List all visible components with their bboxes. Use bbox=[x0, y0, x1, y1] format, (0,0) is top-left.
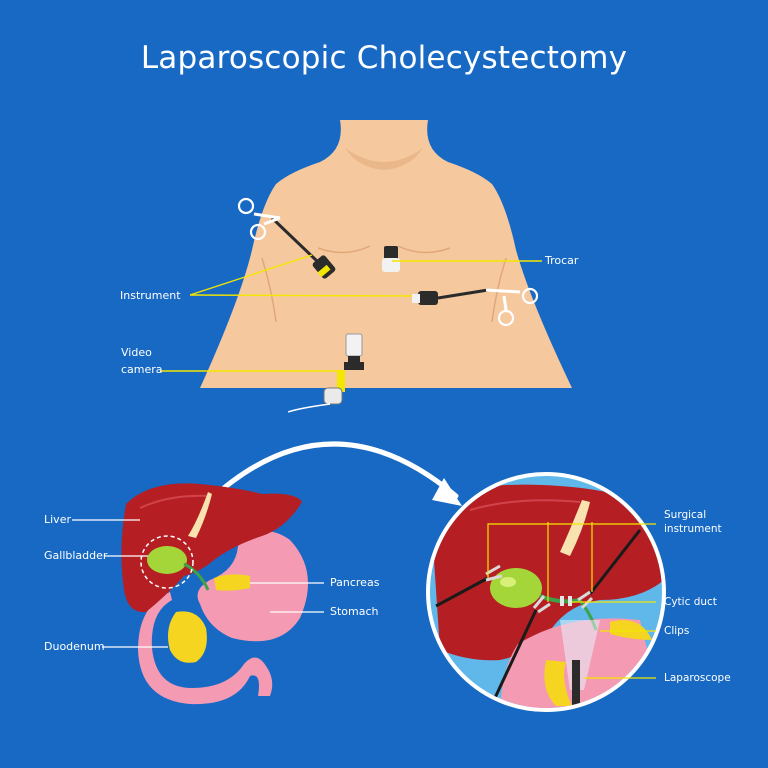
left-leader-lines bbox=[72, 519, 324, 648]
stomach bbox=[197, 531, 308, 642]
label-stomach: Stomach bbox=[330, 605, 379, 618]
bile-duct bbox=[183, 562, 210, 591]
label-surgical-instrument-line2: instrument bbox=[664, 523, 722, 535]
trocar-right bbox=[412, 291, 438, 305]
liver-highlight bbox=[139, 494, 211, 509]
chest-line-left bbox=[317, 245, 371, 254]
label-video-camera-line2: camera bbox=[121, 363, 163, 376]
arm-crease-left bbox=[261, 257, 277, 323]
pancreas bbox=[214, 574, 250, 591]
instrument-left bbox=[237, 197, 320, 264]
label-gallbladder: Gallbladder bbox=[44, 549, 108, 562]
label-instrument: Instrument bbox=[120, 289, 181, 302]
falciform-ligament bbox=[188, 492, 212, 538]
trocar-upper-center bbox=[382, 246, 400, 272]
gallbladder bbox=[147, 546, 187, 574]
organs-left bbox=[121, 483, 308, 705]
gallbladder-focus-circle bbox=[140, 535, 194, 589]
label-pancreas: Pancreas bbox=[330, 576, 380, 589]
label-clips: Clips bbox=[664, 625, 690, 637]
label-trocar: Trocar bbox=[545, 254, 579, 267]
label-cystic-duct: Cytic duct bbox=[664, 596, 717, 608]
label-surgical-instrument-line1: Surgical bbox=[664, 509, 707, 521]
liver bbox=[121, 483, 302, 613]
curved-arrow-icon bbox=[207, 441, 462, 506]
chest-line-right bbox=[397, 245, 451, 254]
label-liver: Liver bbox=[44, 513, 71, 526]
label-duodenum: Duodenum bbox=[44, 640, 105, 653]
instrument-right bbox=[437, 287, 539, 327]
torso-leader-lines bbox=[160, 254, 542, 372]
label-laparoscope: Laparoscope bbox=[664, 672, 731, 684]
label-video-camera-line1: Video bbox=[121, 346, 152, 359]
right-leader-lines bbox=[487, 522, 656, 679]
page-title: Laparoscopic Cholecystectomy bbox=[140, 40, 628, 76]
torso-neck-shadow bbox=[345, 148, 423, 170]
duodenum bbox=[138, 592, 273, 705]
magnified-view bbox=[426, 472, 666, 712]
video-camera-port bbox=[287, 333, 364, 413]
duodenum-fat bbox=[168, 611, 207, 663]
